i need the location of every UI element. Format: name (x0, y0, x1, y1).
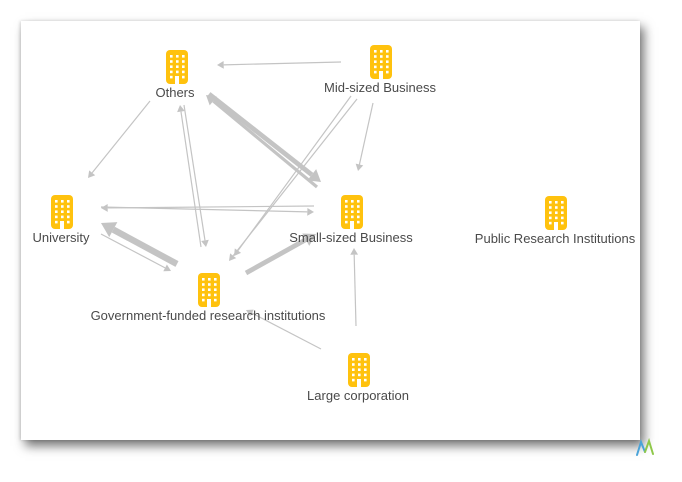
edge-arrowhead (206, 95, 217, 106)
building-icon (197, 271, 221, 307)
building-icon (340, 193, 364, 229)
edge-small-to-others[interactable] (206, 95, 319, 189)
edge-gov-to-others[interactable] (177, 105, 202, 248)
edge-line (223, 61, 342, 66)
edge-arrowhead (246, 309, 254, 317)
edge-arrowhead (101, 204, 108, 212)
building-icon (369, 43, 393, 79)
building-icon (165, 48, 189, 84)
edge-mid-to-gov[interactable] (234, 95, 352, 256)
edge-arrowhead (101, 222, 118, 238)
edge-line (180, 111, 202, 248)
edge-line (100, 233, 166, 269)
edge-gov-to-small[interactable] (244, 233, 316, 276)
edge-arrowhead (307, 169, 321, 182)
node-label: Others (155, 85, 195, 100)
edge-line (107, 205, 315, 209)
node-label: University (32, 230, 90, 245)
edge-line (244, 237, 307, 276)
edge-arrowhead (217, 60, 224, 69)
edge-mid-to-small[interactable] (355, 102, 374, 171)
edge-arrowhead (163, 264, 171, 272)
edge-large-to-small[interactable] (350, 248, 359, 327)
edge-university-to-small[interactable] (100, 206, 314, 216)
edge-arrowhead (307, 207, 314, 216)
building-icon (347, 351, 371, 387)
edge-line (237, 95, 352, 251)
edge-small-to-gov[interactable] (229, 98, 358, 261)
edge-arrowhead (350, 248, 359, 255)
edge-line (207, 92, 314, 177)
edge-line (183, 104, 206, 241)
edges-layer (88, 60, 374, 350)
edge-arrowhead (234, 248, 242, 256)
node-label: Small-sized Business (289, 230, 413, 245)
edge-line (111, 226, 179, 267)
edge-arrowhead (355, 163, 364, 171)
edge-others-to-small[interactable] (207, 92, 321, 182)
edge-others-to-university[interactable] (88, 100, 151, 178)
node-label: Public Research Institutions (474, 231, 636, 246)
edge-arrowhead (302, 233, 316, 246)
node-label: Mid-sized Business (324, 80, 436, 95)
node-label: Large corporation (307, 388, 409, 403)
edge-gov-to-university[interactable] (101, 222, 179, 267)
edge-line (91, 100, 151, 174)
edge-line (232, 98, 358, 257)
edge-university-to-gov[interactable] (100, 233, 171, 272)
building-icon (50, 193, 74, 229)
app-logo-icon (636, 438, 654, 456)
edge-others-to-gov[interactable] (183, 104, 209, 247)
edge-large-to-gov[interactable] (246, 309, 322, 350)
edge-line (358, 102, 374, 165)
edge-line (212, 99, 319, 189)
building-icon (544, 194, 568, 230)
edge-line (353, 254, 357, 327)
edge-line (251, 312, 322, 350)
edge-small-to-university[interactable] (101, 204, 315, 212)
edge-arrowhead (201, 239, 209, 247)
edge-arrowhead (229, 253, 237, 261)
edge-arrowhead (88, 170, 96, 178)
node-label: Government-funded research institutions (90, 308, 326, 323)
edge-arrowhead (177, 105, 185, 113)
edge-mid-to-others[interactable] (217, 60, 342, 69)
